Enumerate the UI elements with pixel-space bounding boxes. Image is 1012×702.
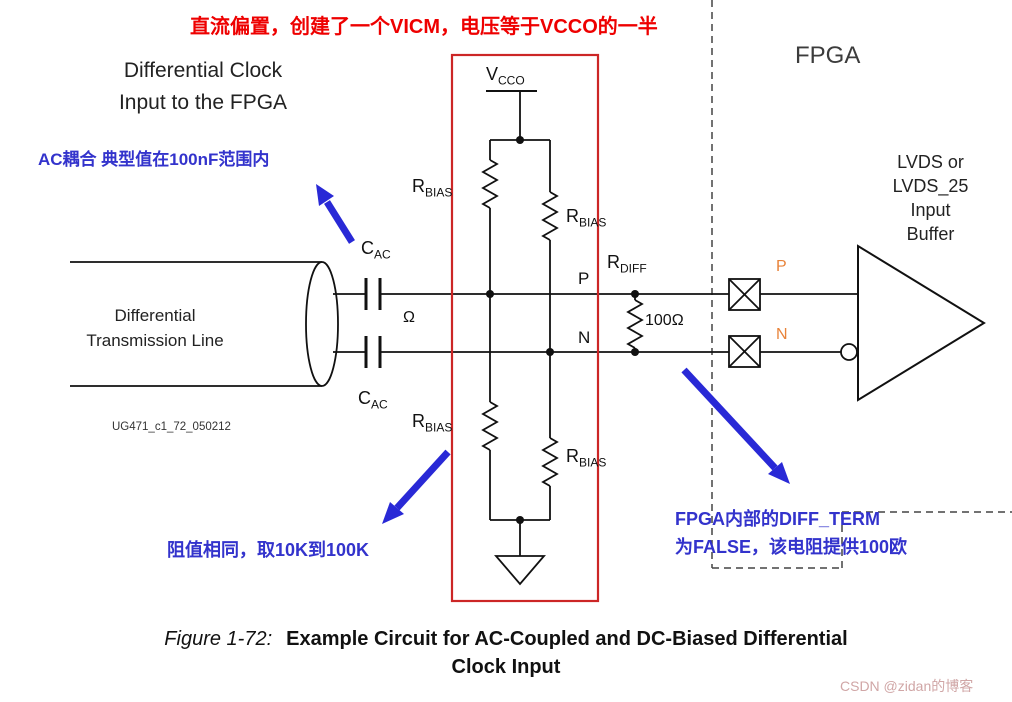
diffterm-note-arrow-head bbox=[768, 462, 790, 484]
vcco-label: VCCO bbox=[486, 64, 537, 92]
rdiff-label-main: R bbox=[607, 252, 620, 272]
diff-term-note-line2: 为FALSE，该电阻提供100欧 bbox=[675, 537, 908, 557]
input-buffer bbox=[840, 244, 986, 402]
rbias-top-right-label-main: R bbox=[566, 206, 579, 226]
diff-clock-title-line1: Differential Clock bbox=[123, 59, 283, 82]
wires bbox=[333, 92, 858, 556]
watermark: CSDN @zidan的博客 bbox=[840, 678, 974, 694]
impedance-omega-label: Ω bbox=[403, 309, 415, 326]
annotation-arrows bbox=[316, 184, 790, 524]
resistor-value-note: 阻值相同，取10K到100K bbox=[167, 540, 370, 560]
resistors bbox=[481, 159, 644, 487]
buffer-n-inversion-bubble bbox=[840, 343, 858, 361]
p-pad-x2 bbox=[728, 278, 761, 311]
figure-title-line2: Clock Input bbox=[451, 656, 561, 678]
buffer-triangle bbox=[857, 244, 986, 402]
cac-top-label-main: C bbox=[361, 238, 374, 258]
transmission-line-label: Differential Transmission Line bbox=[70, 303, 240, 353]
rbias-top-left-label: RBIAS bbox=[412, 176, 452, 200]
figure-caption: Figure 1-72: Example Circuit for AC-Coupl… bbox=[0, 628, 1012, 679]
transmission-line-shape bbox=[70, 261, 339, 387]
dc-bias-note: 直流偏置，创建了一个VICM，电压等于VCCO的一半 bbox=[190, 16, 658, 38]
rbias-bottom-right-resistor bbox=[541, 437, 559, 487]
vcco-label-sub: CCO bbox=[498, 73, 525, 88]
rbias-top-left-resistor bbox=[481, 159, 499, 209]
bias-network-highlight-box bbox=[450, 53, 600, 603]
diffterm-note-arrow-shaft bbox=[681, 367, 778, 471]
p-node-label: P bbox=[578, 269, 590, 288]
n-pad-x2 bbox=[728, 335, 761, 368]
rbias-bottom-left-label-main: R bbox=[412, 411, 425, 431]
diff-term-note-line1: FPGA内部的DIFF_TERM bbox=[675, 509, 880, 529]
rbias-bottom-left-label-sub: BIAS bbox=[425, 420, 453, 435]
rbias-bottom-right-label: RBIAS bbox=[566, 446, 606, 470]
n-pad-label: N bbox=[776, 326, 788, 343]
rdiff-label-sub: DIFF bbox=[620, 261, 647, 276]
ac-note-arrow-head bbox=[316, 184, 334, 206]
junction-ground-rail bbox=[516, 516, 524, 524]
transmission-line-endcap bbox=[305, 261, 339, 387]
termination-value-label: 100Ω bbox=[645, 312, 684, 329]
junction-rdiff-p bbox=[631, 290, 639, 298]
rbias-bottom-left-label: RBIAS bbox=[412, 411, 452, 435]
rbias-top-right-resistor bbox=[541, 191, 559, 241]
doc-ref-label: UG471_c1_72_050212 bbox=[112, 421, 231, 433]
bias-note-arrow-head bbox=[382, 502, 404, 524]
figure-title-line1: Example Circuit for AC-Coupled and DC-Bi… bbox=[286, 628, 848, 650]
cac-top-label: CAC bbox=[361, 238, 391, 262]
diff-clock-title: Differential Clock Input to the FPGA bbox=[97, 55, 309, 119]
rdiff-resistor bbox=[626, 299, 644, 349]
rbias-top-left-label-main: R bbox=[412, 176, 425, 196]
lvds-buffer-label: LVDS or LVDS_25 Input Buffer bbox=[868, 150, 993, 246]
io-pads bbox=[728, 278, 761, 368]
rbias-bottom-right-label-sub: BIAS bbox=[579, 455, 607, 470]
bias-note-arrow-shaft bbox=[394, 449, 451, 511]
lvds-buffer-line3: Input bbox=[910, 200, 951, 220]
rbias-bottom-left-resistor bbox=[481, 401, 499, 451]
ac-coupling-note: AC耦合 典型值在100nF范围内 bbox=[38, 150, 270, 169]
junction-vcco bbox=[516, 136, 524, 144]
transmission-line-label-line2: Transmission Line bbox=[86, 331, 224, 350]
figure-caption-line1: Figure 1-72: Example Circuit for AC-Coupl… bbox=[0, 628, 1012, 651]
lvds-buffer-line4: Buffer bbox=[906, 224, 955, 244]
transmission-line-label-line1: Differential bbox=[114, 306, 196, 325]
rdiff-label: RDIFF bbox=[607, 252, 647, 276]
rbias-top-right-label-sub: BIAS bbox=[579, 215, 607, 230]
p-pad-label: P bbox=[776, 258, 787, 275]
cac-top-label-sub: AC bbox=[374, 247, 391, 262]
diff-clock-title-line2: Input to the FPGA bbox=[118, 91, 288, 114]
n-node-label: N bbox=[578, 328, 591, 347]
junction-rdiff-n bbox=[631, 348, 639, 356]
rbias-bottom-right-label-main: R bbox=[566, 446, 579, 466]
cac-capacitors bbox=[364, 278, 382, 368]
junction-n-right bbox=[546, 348, 554, 356]
lvds-buffer-line1: LVDS or bbox=[897, 152, 964, 172]
cac-bottom-label: CAC bbox=[358, 388, 388, 412]
vcco-label-main: V bbox=[486, 64, 499, 84]
ground-symbol bbox=[494, 555, 546, 586]
junction-dots bbox=[486, 136, 639, 524]
cac-bottom-label-sub: AC bbox=[371, 397, 388, 412]
lvds-buffer-line2: LVDS_25 bbox=[892, 176, 969, 196]
cac-bottom-label-main: C bbox=[358, 388, 371, 408]
junction-p-left bbox=[486, 290, 494, 298]
fpga-label: FPGA bbox=[795, 42, 861, 69]
rbias-top-right-label: RBIAS bbox=[566, 206, 606, 230]
rbias-top-left-label-sub: BIAS bbox=[425, 185, 453, 200]
fpga-boundary-dashed bbox=[711, 0, 1012, 569]
figure-number: Figure 1-72: bbox=[164, 628, 273, 650]
ac-note-arrow-shaft bbox=[324, 200, 355, 244]
